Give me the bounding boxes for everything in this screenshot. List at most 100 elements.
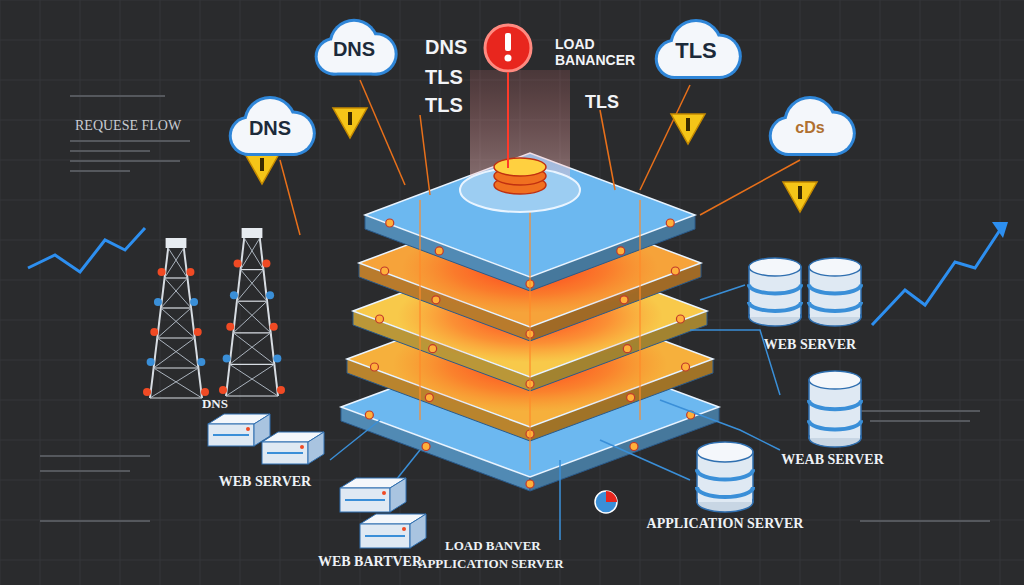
cylinder-top [809,258,861,276]
tower-light [150,328,158,336]
tower-brace [165,278,192,308]
status-dot [676,315,684,323]
server-box [360,514,426,548]
tower-brace [168,248,187,278]
alert-mark [505,33,511,51]
pie-slice [606,491,617,502]
trend-line [28,228,145,272]
tower-rung [237,301,267,302]
cylinder-band [697,487,753,497]
tower-rung [226,395,278,396]
tower-rung [241,269,264,270]
grid-line [680,0,681,585]
leader-line [700,160,800,215]
wire [600,440,690,480]
box-front [208,424,254,446]
box-front [262,442,308,464]
tower-light [147,358,155,366]
tower-brace [241,238,260,270]
tower-brace [237,301,271,333]
cylinder-top [749,258,801,276]
text-bar [70,150,150,152]
layer-label: TLS [425,94,505,117]
warning-triangle [671,114,705,144]
warning-triangle [783,182,817,212]
box-led [382,491,386,495]
status-dot [432,296,440,304]
layer-label: LOAD BANANCER [555,36,650,68]
cylinder-band [749,285,801,294]
status-dot [682,363,690,371]
server-node: WEB SERVER [200,408,330,493]
cylinder-band [809,421,861,430]
warning-mark [260,158,264,171]
tower-brace [161,308,195,338]
layer-stack [341,153,719,491]
tower-light [143,388,151,396]
box-slot [345,499,385,501]
glow-line [529,190,531,470]
status-dot [425,394,433,402]
server-label: WEB SERVER [735,337,885,353]
warning-mark [686,118,690,131]
status-dot [623,345,631,353]
tower-light [262,260,270,268]
core-disk [494,158,546,176]
status-dot [422,443,430,451]
tower-light [158,268,166,276]
grid-line [0,0,1,585]
server-label: APPLICATION SERVER [630,516,820,532]
tower-brace [154,338,195,368]
tower-rung [233,332,270,333]
node-shape [140,228,290,418]
tower-cap [242,228,263,238]
cylinder-top [809,371,861,389]
tower-brace [150,368,198,398]
tower-light [266,291,274,299]
cloud-node: DNS [222,95,318,161]
arrow-head [992,222,1008,238]
status-dot [386,219,394,227]
status-dot [671,267,679,275]
status-dot [627,394,635,402]
tower-light [154,298,162,306]
tower-brace [230,333,271,365]
leader-line [640,85,690,190]
grid-line [960,0,961,585]
box-side [410,514,426,548]
grid-line [40,0,41,585]
tower-light [201,388,209,396]
text-bar [860,410,980,412]
trend-line [872,230,1000,325]
glow-line [639,200,641,420]
cloud-label: DNS [308,38,400,61]
status-dot [381,267,389,275]
warning-triangle [333,108,367,138]
grid-line [880,0,881,585]
status-dot [630,443,638,451]
layer-label: TLS [425,66,505,89]
database-cylinder [809,371,861,447]
grid-line [160,0,161,585]
tower-light [273,354,281,362]
database-cylinder [697,442,753,512]
grid-line [80,0,81,585]
alert-stem [507,72,509,168]
tower-brace [161,278,188,308]
server-box [340,478,406,512]
tower-light [186,268,194,276]
text-bar [70,170,130,172]
layer-label: DNS [425,36,505,59]
tower-rung [165,277,188,278]
wire [559,460,561,540]
database-cylinder [809,258,861,326]
tower-rung [154,367,199,368]
cloud-node: DNS [308,18,400,80]
tower-brace [237,270,264,302]
tower-brace [233,333,274,365]
tower-rung [150,397,202,398]
cylinder-band [809,285,861,294]
